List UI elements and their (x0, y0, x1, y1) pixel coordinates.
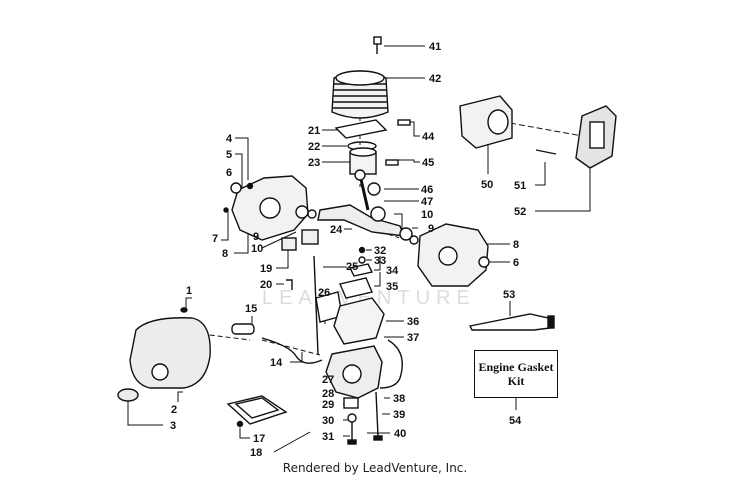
intake-adapter-36 (333, 297, 385, 345)
callout-19: 19 (260, 263, 272, 275)
callout-21: 21 (308, 125, 320, 137)
callout-28: 28 (322, 388, 334, 400)
crankshaft-47 (317, 169, 406, 237)
callout-53: 53 (503, 289, 515, 301)
callout-labels: 41 42 21 22 23 44 45 46 47 4 5 6 7 8 9 1… (170, 41, 526, 459)
kit-box-line-1: Engine Gasket (478, 360, 554, 374)
cylinder-42 (331, 70, 389, 119)
callout-20: 20 (260, 279, 272, 291)
callout-4: 4 (226, 133, 233, 145)
callout-41: 41 (429, 41, 441, 53)
callout-3: 3 (170, 420, 176, 432)
washer-33 (358, 256, 366, 264)
callout-37: 37 (407, 332, 419, 344)
callout-46: 46 (421, 184, 433, 196)
sealant-tube-53 (468, 313, 555, 331)
callout-14: 14 (270, 357, 283, 369)
gasket-plate-17-18 (226, 395, 288, 428)
callout-15: 15 (245, 303, 257, 315)
callout-39: 39 (393, 409, 405, 421)
callout-31: 31 (322, 431, 334, 443)
callout-51: 51 (514, 180, 526, 192)
callout-9: 9 (253, 231, 259, 243)
parts-illustration (117, 36, 617, 445)
cylinder-bolt-41 (373, 36, 382, 54)
callout-22: 22 (308, 141, 320, 153)
callout-1: 1 (186, 285, 192, 297)
fuel-cap-3 (117, 388, 139, 402)
kit-box-line-2: Kit (507, 374, 525, 388)
callout-47: 47 (421, 196, 433, 208)
callout-45: 45 (422, 157, 434, 169)
callout-6b: 6 (513, 257, 519, 269)
part-24 (301, 229, 319, 245)
hose-37 (379, 339, 403, 389)
screw-32 (358, 246, 366, 254)
spring-44 (397, 119, 411, 126)
callout-26: 26 (318, 287, 330, 299)
gasket-35 (339, 277, 373, 299)
callout-38: 38 (393, 393, 405, 405)
callout-18: 18 (250, 447, 262, 459)
carburetor-assembly (325, 345, 383, 445)
cylinder-gasket-21 (334, 119, 388, 139)
callout-50: 50 (481, 179, 493, 191)
callout-27: 27 (322, 374, 334, 386)
callout-10b: 10 (421, 209, 433, 221)
callout-52: 52 (514, 206, 526, 218)
callout-2: 2 (171, 404, 177, 416)
crankcase-left-half (223, 175, 309, 241)
callout-7: 7 (212, 233, 218, 245)
fuel-tank (129, 307, 211, 389)
callout-10: 10 (251, 243, 263, 255)
bearing-10-right (409, 235, 419, 245)
pin-20 (286, 279, 293, 290)
engine-gasket-kit-box: Engine Gasket Kit (474, 350, 558, 398)
callout-32: 32 (374, 245, 386, 257)
pin-45 (385, 159, 399, 166)
callout-29: 29 (322, 399, 334, 411)
callout-17: 17 (253, 433, 265, 445)
callout-44: 44 (422, 131, 435, 143)
callout-35: 35 (386, 281, 398, 293)
bearing-46 (367, 182, 381, 196)
footer-credit: Rendered by LeadVenture, Inc. (282, 461, 468, 475)
fuel-line-14 (261, 337, 323, 364)
watermark-text: LEADVENTURE (262, 287, 476, 309)
crankcase-right-half (417, 223, 490, 287)
callout-24: 24 (330, 224, 343, 236)
fuel-filter-15 (231, 323, 255, 335)
callout-33: 33 (374, 255, 386, 267)
rod-25 (313, 255, 319, 355)
bearing-10-left (307, 209, 317, 219)
callout-6: 6 (226, 167, 232, 179)
reed-34 (348, 263, 374, 277)
air-cover-52 (575, 105, 617, 169)
part-19 (281, 237, 297, 251)
callout-8: 8 (222, 248, 228, 260)
callout-23: 23 (308, 157, 320, 169)
seal-9-left (295, 205, 309, 219)
callout-36: 36 (407, 316, 419, 328)
callout-5: 5 (226, 149, 232, 161)
callout-34: 34 (386, 265, 399, 277)
callout-25: 25 (346, 261, 358, 273)
callout-54: 54 (509, 415, 522, 427)
piston-23 (349, 147, 377, 175)
air-filter-50 (459, 95, 513, 149)
callout-9b: 9 (428, 223, 434, 235)
seal-9-right (399, 227, 413, 241)
callout-8b: 8 (513, 239, 519, 251)
callout-30: 30 (322, 415, 334, 427)
spring-51 (535, 149, 557, 155)
callout-42: 42 (429, 73, 441, 85)
callout-40: 40 (394, 428, 406, 440)
